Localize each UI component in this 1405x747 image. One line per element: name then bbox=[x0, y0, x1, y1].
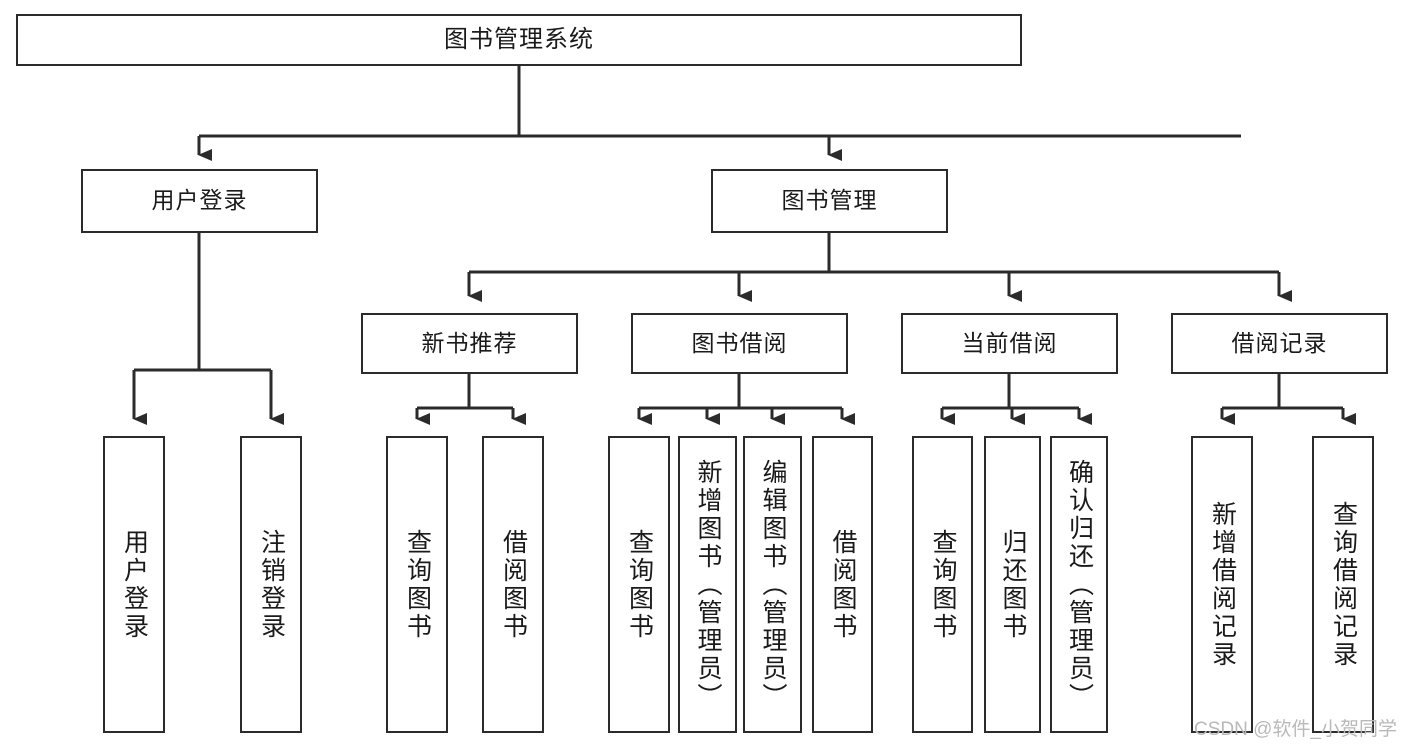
leaf-query-book-borrow-label: 查询图书 bbox=[625, 528, 654, 641]
node-user-login-label: 用户登录 bbox=[151, 187, 248, 214]
leaf-logout[interactable]: 注销登录 bbox=[240, 436, 302, 733]
node-borrow-record-label: 借阅记录 bbox=[1231, 329, 1328, 356]
node-root-label: 图书管理系统 bbox=[444, 25, 594, 53]
node-current-borrow-label: 当前借阅 bbox=[961, 329, 1058, 356]
leaf-edit-book-admin-label: 编辑图书（管理员） bbox=[759, 458, 787, 711]
node-book-borrow-label: 图书借阅 bbox=[691, 329, 788, 356]
leaf-confirm-return-admin-label: 确认归还（管理员） bbox=[1065, 458, 1094, 711]
leaf-edit-book-admin[interactable]: 编辑图书（管理员） bbox=[743, 436, 802, 733]
leaf-borrow-book-recommend-label: 借阅图书 bbox=[499, 528, 528, 641]
node-user-login[interactable]: 用户登录 bbox=[81, 169, 318, 233]
leaf-query-book-recommend[interactable]: 查询图书 bbox=[386, 436, 448, 733]
leaf-add-borrow-record[interactable]: 新增借阅记录 bbox=[1191, 436, 1253, 733]
watermark: CSDN @软件_小贺同学 bbox=[1194, 719, 1397, 740]
node-current-borrow[interactable]: 当前借阅 bbox=[901, 313, 1118, 374]
leaf-add-borrow-record-label: 新增借阅记录 bbox=[1208, 500, 1237, 669]
leaf-logout-label: 注销登录 bbox=[257, 528, 286, 641]
leaf-confirm-return-admin[interactable]: 确认归还（管理员） bbox=[1050, 436, 1108, 733]
leaf-return-book[interactable]: 归还图书 bbox=[984, 436, 1041, 733]
node-borrow-record[interactable]: 借阅记录 bbox=[1171, 313, 1388, 374]
node-book-borrow[interactable]: 图书借阅 bbox=[631, 313, 848, 374]
leaf-borrow-book-borrow-label: 借阅图书 bbox=[829, 528, 857, 641]
leaf-query-book-current[interactable]: 查询图书 bbox=[912, 436, 973, 733]
node-root[interactable]: 图书管理系统 bbox=[16, 14, 1022, 66]
leaf-user-login[interactable]: 用户登录 bbox=[103, 436, 165, 733]
node-book-management[interactable]: 图书管理 bbox=[711, 169, 948, 233]
leaf-return-book-label: 归还图书 bbox=[999, 528, 1027, 641]
leaf-query-book-borrow[interactable]: 查询图书 bbox=[608, 436, 670, 733]
leaf-query-book-recommend-label: 查询图书 bbox=[403, 528, 432, 641]
node-new-book-recommend-label: 新书推荐 bbox=[421, 329, 518, 356]
leaf-add-book-admin-label: 新增图书（管理员） bbox=[694, 458, 722, 711]
leaf-borrow-book-recommend[interactable]: 借阅图书 bbox=[482, 436, 544, 733]
leaf-query-borrow-record-label: 查询借阅记录 bbox=[1329, 500, 1358, 669]
leaf-user-login-label: 用户登录 bbox=[120, 528, 149, 641]
leaf-query-book-current-label: 查询图书 bbox=[929, 528, 957, 641]
node-book-management-label: 图书管理 bbox=[781, 187, 878, 214]
leaf-add-book-admin[interactable]: 新增图书（管理员） bbox=[678, 436, 737, 733]
leaf-borrow-book-borrow[interactable]: 借阅图书 bbox=[812, 436, 873, 733]
leaf-query-borrow-record[interactable]: 查询借阅记录 bbox=[1312, 436, 1374, 733]
node-new-book-recommend[interactable]: 新书推荐 bbox=[361, 313, 578, 374]
